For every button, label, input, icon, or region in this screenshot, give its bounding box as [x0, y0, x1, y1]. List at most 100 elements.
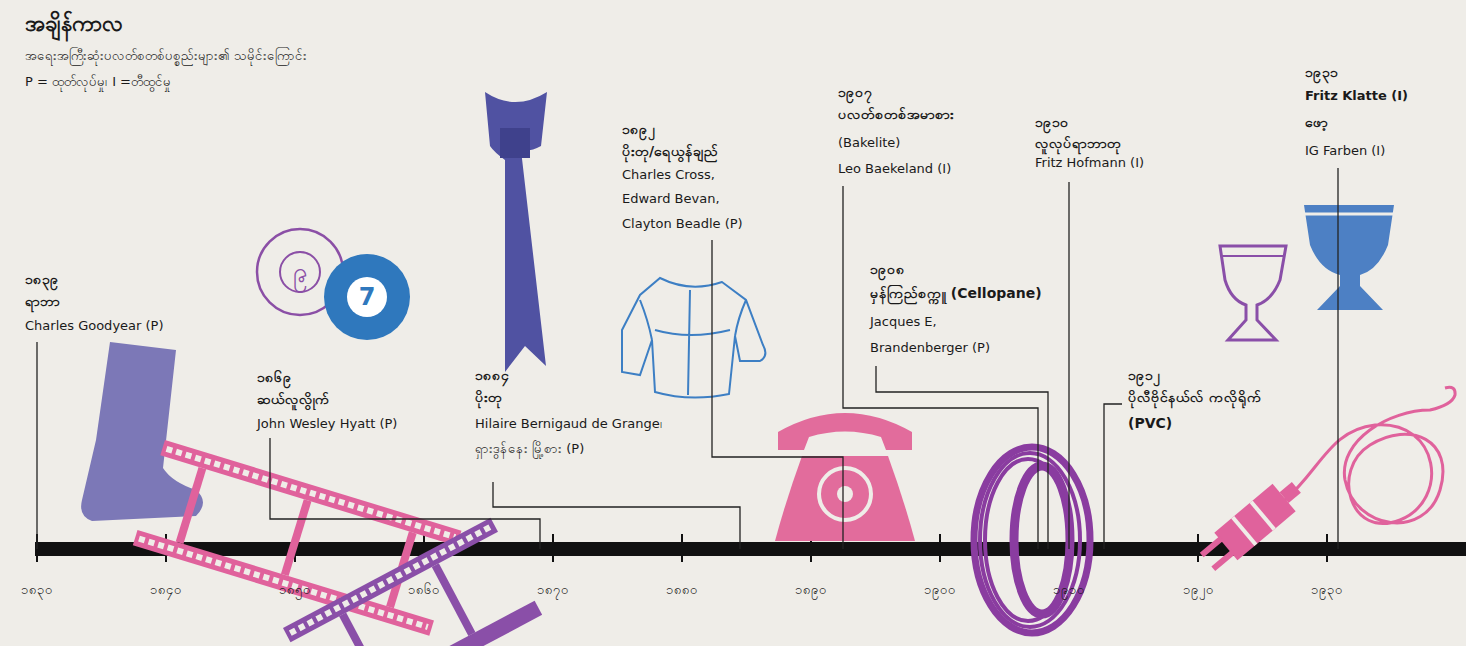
film-crossbar — [176, 467, 206, 544]
cable-illustration — [1285, 387, 1455, 523]
event-label: Leo Baekeland (I) — [838, 161, 951, 178]
event-label: ၁၈၃၉ — [25, 270, 59, 288]
axis-ticks — [37, 534, 1327, 562]
event-label: ပိုးတု — [475, 388, 502, 406]
axis-year: ၁၈၅၀ — [279, 582, 311, 599]
scarf-shape — [485, 92, 547, 372]
axis-year: ၁၈၃၀ — [21, 582, 53, 599]
event-label: Charles Goodyear (P) — [25, 318, 164, 335]
blouse-seam — [640, 290, 746, 395]
axis-year: ၁၉၂၀ — [1183, 582, 1214, 599]
boot-illustration — [81, 342, 203, 521]
film-strip — [133, 440, 462, 636]
event-label: ၁၈၆၉ — [257, 368, 292, 386]
axis-year: ၁၈၉၀ — [795, 582, 827, 599]
event-label: ၁၈၈၄ — [475, 366, 509, 384]
cup-rim — [1305, 213, 1393, 216]
leader-lines — [37, 168, 1338, 549]
event-label: ရာဘာ — [25, 292, 60, 310]
axis-year: ၁၈၇၀ — [537, 582, 569, 599]
event-label: IG Farben (I) — [1305, 143, 1385, 160]
film-rail — [283, 518, 498, 642]
film-rail — [327, 601, 542, 646]
event-label: မှန်ကြည်စက္ကူ (Cellopane) — [870, 284, 1042, 302]
plug-stripe — [1231, 516, 1257, 546]
event-label: ၁၉၃၁ — [1305, 63, 1338, 81]
scarf-knot — [500, 128, 530, 158]
ball-number-disc — [347, 277, 387, 317]
event-label: လူလုပ်ရာဘာတု — [1035, 134, 1121, 152]
cable-loops — [1285, 387, 1455, 523]
event-label: ရှားဒွန်နေး မြို့စား (P) — [475, 441, 584, 458]
tire-illustration — [974, 447, 1090, 633]
blouse-outline — [622, 278, 765, 398]
axis-year: ၁၈၈၀ — [666, 582, 698, 599]
telephone-dial — [819, 468, 871, 520]
event-label: ၁၉၁၂ — [1128, 366, 1161, 384]
event-label: Fritz Klatte (I) — [1305, 88, 1408, 105]
event-label: Charles Cross, — [622, 167, 715, 184]
event-label: Jacques E, — [870, 314, 937, 331]
axis-tick — [681, 534, 683, 562]
plug-stripe — [1250, 500, 1276, 530]
tire-ring — [980, 453, 1080, 627]
event-label: (Bakelite) — [838, 135, 900, 152]
billiard-ball: 7 — [322, 252, 412, 342]
film-crossbar — [339, 613, 383, 646]
axis-tick — [939, 534, 941, 562]
axis-year: ၁၈၄၀ — [150, 582, 182, 599]
telephone-illustration — [775, 413, 915, 541]
telephone-handset — [778, 413, 912, 450]
plug-neck — [1280, 482, 1301, 503]
event-label: ၁၉၀၈ — [870, 260, 905, 278]
cup-rim — [1222, 255, 1284, 257]
axis-year: ၁၈၆၀ — [408, 582, 440, 599]
blouse-illustration — [622, 278, 765, 398]
ball-outline — [324, 254, 410, 340]
leader-line — [712, 240, 843, 549]
event-label: Fritz Hofmann (I) — [1035, 155, 1144, 172]
event-label: ပိုးတု/ရေယွန်ချည် — [622, 142, 718, 160]
leader-line — [36, 342, 37, 549]
ball-number-disc — [280, 252, 320, 292]
event-label: ၁၉၁၀ — [1035, 113, 1069, 131]
key-note: P = ထုတ်လုပ်မှု၊ I =တီထွင်မှု — [25, 74, 171, 91]
telephone-dial-center — [837, 486, 853, 502]
axis-year: ၁၉၃၀ — [1311, 582, 1343, 599]
film-crossbar — [432, 563, 476, 636]
leader-line — [1104, 404, 1122, 549]
cup-illustration — [1220, 205, 1394, 340]
event-label: Hilaire Bernigaud de Grange၊ — [475, 416, 663, 433]
event-label: ပိုလီဗိုင်နယ်လ် ကလိုရိုက် — [1128, 388, 1262, 406]
event-label: ပလတ်စတစ်အမာစား — [838, 105, 954, 123]
plug-prong — [1211, 550, 1235, 571]
leader-line — [843, 186, 1038, 549]
scarf-illustration — [485, 92, 547, 372]
axis-tick — [1197, 534, 1199, 562]
subtitle: အရေးအကြီးဆုံးပလတ်စတစ်ပစ္စည်းများ၏ သမိုင်… — [25, 48, 307, 65]
chart-title: အချိန်ကာလ — [25, 10, 122, 39]
ball-number: ၉ — [293, 259, 308, 285]
leader-line — [1337, 168, 1338, 549]
plug-illustration — [1196, 474, 1308, 576]
event-label: (PVC) — [1128, 414, 1172, 432]
film-crossbar — [281, 499, 311, 576]
tire-ring — [974, 447, 1090, 633]
event-label: ဖော့ — [1305, 113, 1328, 131]
leader-line — [876, 366, 1048, 549]
leader-line — [493, 482, 740, 549]
event-label: ၁၈၉၂ — [622, 120, 656, 138]
cup-filled — [1304, 205, 1394, 310]
film-rail — [160, 440, 461, 546]
leader-line — [1068, 182, 1069, 549]
film-perforation — [166, 449, 455, 537]
axis-year: ၁၉၀၀ — [924, 582, 956, 599]
event-label: John Wesley Hyatt (P) — [257, 416, 397, 433]
telephone-body — [775, 456, 915, 541]
event-label: Brandenberger (P) — [870, 340, 990, 357]
film-strip — [283, 518, 542, 646]
event-label: ဆယ်လူလွိုက် — [257, 390, 330, 408]
event-label: Clayton Beadle (P) — [622, 216, 743, 233]
